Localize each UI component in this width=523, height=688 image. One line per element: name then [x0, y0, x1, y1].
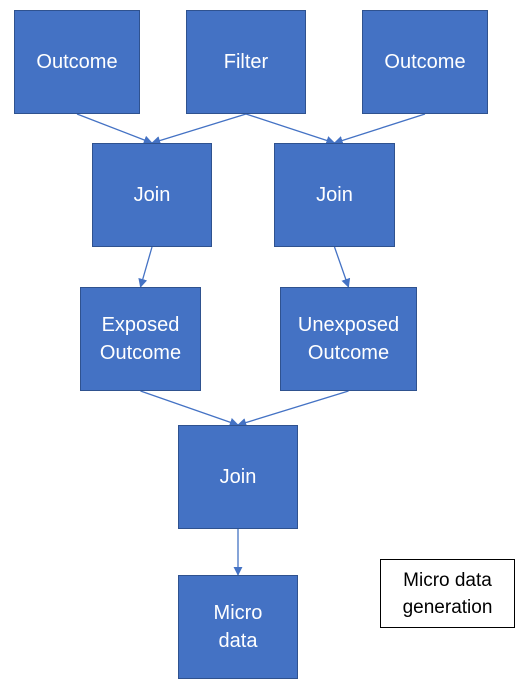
arrow-exposed-outcome-to-join-bottom — [140, 390, 239, 427]
exposed-outcome-label: Exposed Outcome — [99, 314, 182, 364]
join-right-node: Join — [274, 143, 395, 247]
unexposed-outcome-node: Unexposed Outcome — [280, 287, 417, 391]
outcome-left-label: Outcome — [36, 51, 118, 73]
outcome-left-node: Outcome — [14, 10, 140, 114]
arrow-unexposed-outcome-to-join-bottom — [237, 390, 349, 427]
arrow-join-right-to-unexposed-outcome — [333, 246, 351, 288]
outcome-right-node: Outcome — [362, 10, 488, 114]
arrow-outcome-left-to-join-left — [76, 113, 153, 145]
caption-text: Micro data generation — [402, 569, 493, 618]
caption-box: Micro data generation — [380, 559, 515, 628]
join-left-node: Join — [92, 143, 212, 247]
arrow-filter-to-join-left — [151, 113, 247, 145]
arrow-join-left-to-exposed-outcome — [138, 246, 153, 288]
unexposed-outcome-label: Unexposed Outcome — [297, 314, 400, 364]
arrow-filter-to-join-right — [245, 113, 336, 145]
join-bottom-node: Join — [178, 425, 298, 529]
micro-data-node: Micro data — [178, 575, 298, 679]
exposed-outcome-node: Exposed Outcome — [80, 287, 201, 391]
filter-node: Filter — [186, 10, 306, 114]
join-bottom-label: Join — [219, 466, 257, 488]
micro-data-label: Micro data — [213, 602, 263, 652]
filter-label: Filter — [223, 51, 269, 73]
join-left-label: Join — [133, 184, 171, 206]
outcome-right-label: Outcome — [384, 51, 466, 73]
arrow-outcome-right-to-join-right — [333, 113, 426, 145]
join-right-label: Join — [316, 184, 353, 206]
